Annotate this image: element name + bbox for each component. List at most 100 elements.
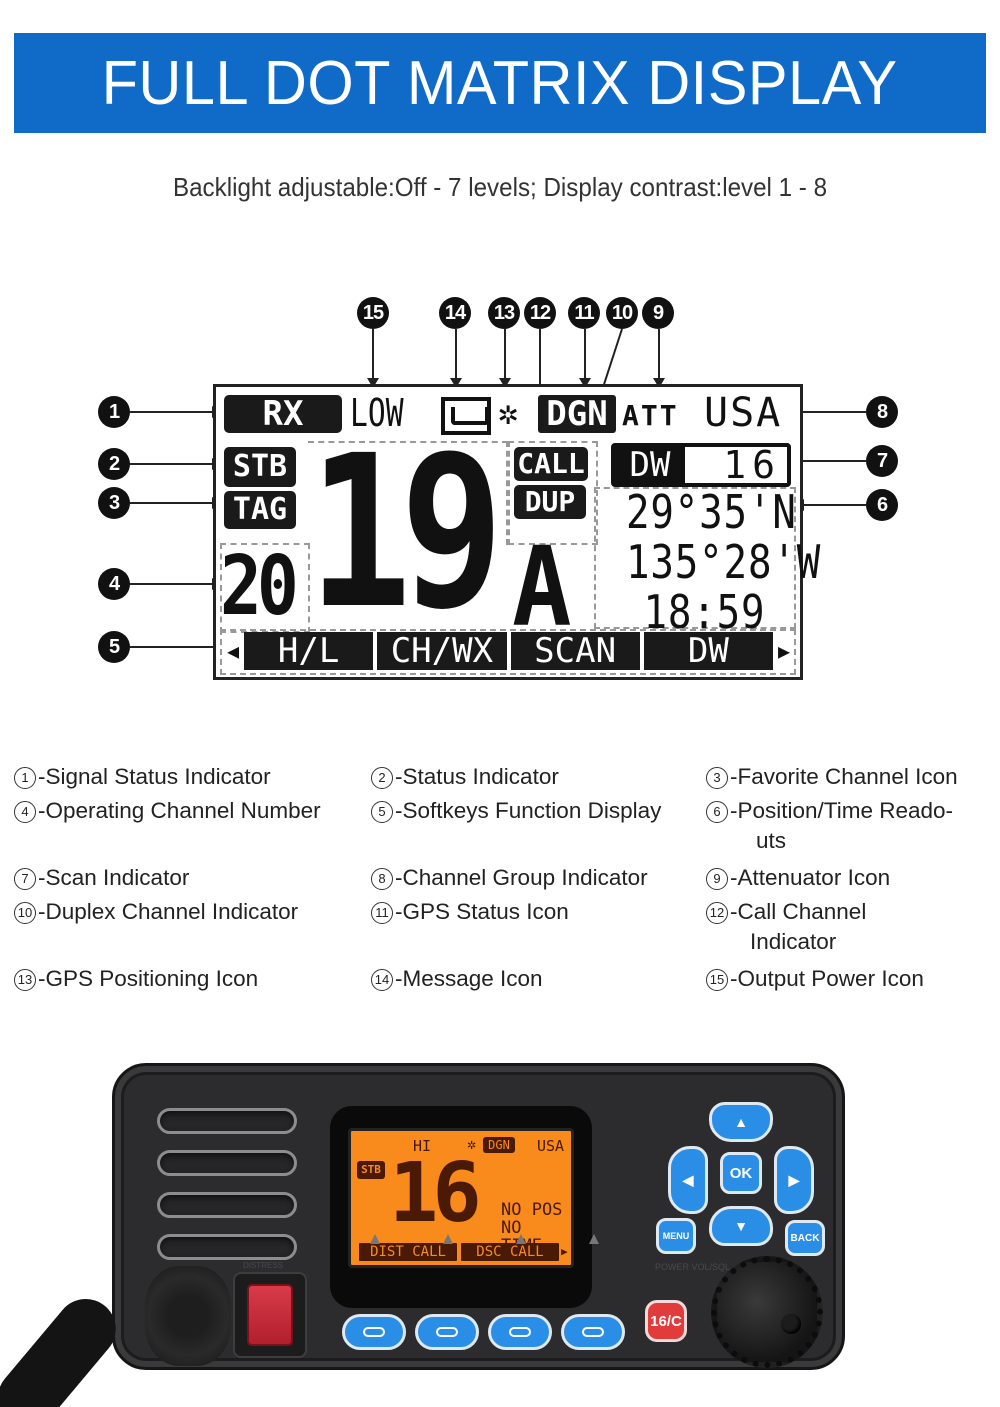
screen-softkey-dsc-call: DSC CALL (461, 1243, 559, 1261)
leader-8 (794, 411, 866, 413)
legend-item-8: 8-Channel Group Indicator (371, 863, 648, 893)
legend-item-3: 3-Favorite Channel Icon (706, 762, 958, 792)
title-banner: FULL DOT MATRIX DISPLAY (14, 33, 986, 133)
arrow-13 (499, 378, 511, 388)
callout-12: 12 (524, 297, 556, 329)
callout-9: 9 (642, 297, 674, 329)
screen-power: HI (413, 1137, 432, 1155)
leader-2 (130, 463, 212, 465)
time: 18:59 (643, 585, 766, 639)
speaker-grill-slot (157, 1234, 297, 1260)
speaker-grill-slot (157, 1150, 297, 1176)
radio-front-panel: HI ✲ DGN USA STB 16 NO POS NO TIME DIST … (0, 1063, 845, 1407)
leader-6 (802, 504, 866, 506)
leader-3 (130, 502, 212, 504)
microphone-jack (145, 1266, 231, 1366)
legend-item-4: 4-Operating Channel Number (14, 796, 321, 826)
operating-channel-number: 19 (308, 410, 504, 655)
favorite-channel-icon: TAG (224, 491, 296, 529)
legend-item-10: 10-Duplex Channel Indicator (14, 897, 298, 927)
screen-group: USA (537, 1137, 565, 1155)
scan-channel-value: 16 (723, 443, 781, 487)
leader-15 (372, 329, 374, 384)
leader-9 (658, 329, 660, 384)
legend-item-11: 11-GPS Status Icon (371, 897, 569, 927)
right-button[interactable]: ▶ (774, 1146, 814, 1214)
microphone-cable (0, 1286, 128, 1407)
ok-button[interactable]: OK (720, 1152, 762, 1194)
callout-14: 14 (439, 297, 471, 329)
arrow-11 (579, 378, 591, 388)
channel-group-indicator: USA (704, 390, 783, 436)
softkey-dw: DW (643, 632, 773, 670)
lcd-diagram: RX LOW ✲ DGN ATT USA STB TAG 20 19 A CAL… (213, 384, 822, 680)
arrow-14 (450, 378, 462, 388)
subtitle: Backlight adjustable:Off - 7 levels; Dis… (172, 172, 828, 202)
screen-bezel: HI ✲ DGN USA STB 16 NO POS NO TIME DIST … (330, 1106, 592, 1308)
indicator-zone (508, 441, 598, 545)
softkey-button-1[interactable] (342, 1314, 406, 1350)
radio-lcd-screen: HI ✲ DGN USA STB 16 NO POS NO TIME DIST … (348, 1128, 574, 1268)
back-button[interactable]: BACK (785, 1220, 825, 1256)
callout-3: 3 (98, 487, 130, 519)
leader-13 (504, 329, 506, 384)
left-button[interactable]: ◀ (668, 1146, 708, 1214)
legend-item-2: 2-Status Indicator (371, 762, 559, 792)
callout-13: 13 (488, 297, 520, 329)
down-button[interactable]: ▼ (709, 1206, 773, 1246)
callout-4: 4 (98, 568, 130, 600)
leader-7 (798, 460, 866, 462)
legend-item-5: 5-Softkeys Function Display (371, 796, 661, 826)
longitude: 135°28'W (626, 535, 822, 589)
legend-item-9: 9-Attenuator Icon (706, 863, 890, 893)
screen-gps-status: DGN (483, 1137, 515, 1153)
power-vol-sql-label: POWER VOL/SQL (655, 1262, 731, 1272)
legend-item-7: 7-Scan Indicator (14, 863, 189, 893)
scan-mode-label: DW (615, 447, 685, 483)
screen-channel: 16 (389, 1146, 482, 1241)
callout-5: 5 (98, 631, 130, 663)
screen-more-arrow-icon: ▶ (561, 1245, 568, 1258)
attenuator-icon: ATT (622, 399, 679, 432)
leader-4 (130, 583, 212, 585)
speaker-grill-slot (157, 1108, 297, 1134)
main-channel-zone (308, 441, 508, 545)
latitude: 29°35'N (626, 485, 797, 539)
arrow-15 (367, 378, 379, 388)
channel-16-button[interactable]: 16/C (645, 1300, 687, 1342)
screen-status: STB (357, 1161, 385, 1179)
softkey-button-2[interactable] (415, 1314, 479, 1350)
softkey-scan: SCAN (510, 632, 640, 670)
leader-11 (584, 329, 586, 384)
distress-button-cover[interactable] (247, 1284, 293, 1346)
gps-status-icon: DGN (538, 395, 616, 433)
softkey-pointer-icon (443, 1234, 453, 1244)
callout-7: 7 (866, 445, 898, 477)
knob-indicator (781, 1314, 801, 1334)
callout-8: 8 (866, 396, 898, 428)
softkey-ch-wx: CH/WX (377, 632, 507, 670)
envelope-icon (441, 397, 491, 435)
screen-gps-icon: ✲ (467, 1135, 477, 1153)
position-time-readout: 29°35'N 135°28'W 18:59 (626, 485, 822, 639)
call-channel-indicator: CALL (514, 447, 588, 481)
speaker-grill-slot (157, 1192, 297, 1218)
callout-6: 6 (866, 489, 898, 521)
softkey-button-3[interactable] (488, 1314, 552, 1350)
softkey-pointer-icon (516, 1234, 526, 1244)
scan-indicator: DW 16 (611, 443, 791, 487)
menu-button[interactable]: MENU (656, 1218, 696, 1254)
power-volume-knob[interactable] (711, 1256, 823, 1368)
screen-softkey-dist-call: DIST CALL (359, 1243, 457, 1261)
legend-item-13: 13-GPS Positioning Icon (14, 964, 258, 994)
up-button[interactable]: ▲ (709, 1102, 773, 1142)
satellite-icon: ✲ (498, 393, 519, 433)
channel-suffix: A (512, 523, 572, 651)
softkey-button-4[interactable] (561, 1314, 625, 1350)
screen-no-pos: NO POS (501, 1200, 563, 1220)
callout-2: 2 (98, 448, 130, 480)
softkey-hl: H/L (244, 632, 374, 670)
softkey-right-arrow-icon: ▶ (777, 639, 791, 663)
duplex-channel-indicator: DUP (514, 485, 586, 519)
